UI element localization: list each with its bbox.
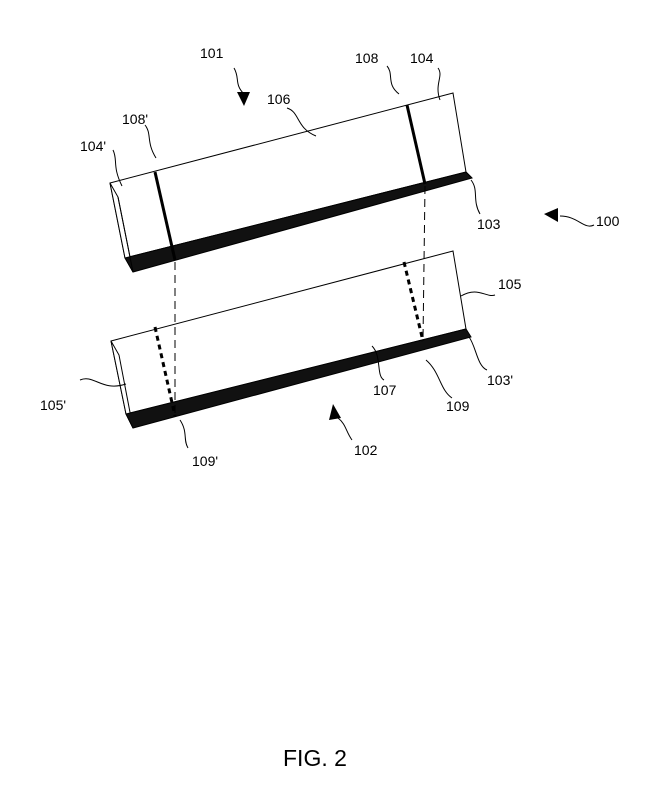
label-109-prime: 109' xyxy=(192,453,218,469)
line-109 xyxy=(402,261,425,342)
label-100: 100 xyxy=(596,213,620,229)
label-103-prime: 103' xyxy=(487,372,513,388)
label-104: 104 xyxy=(410,50,434,66)
label-102: 102 xyxy=(354,442,378,458)
figure-caption: FIG. 2 xyxy=(283,745,347,771)
label-109: 109 xyxy=(446,398,470,414)
label-105: 105 xyxy=(498,276,522,292)
lower-strip-top-face xyxy=(110,250,467,415)
label-107: 107 xyxy=(373,382,397,398)
label-105-prime: 105' xyxy=(40,397,66,413)
label-106: 106 xyxy=(267,91,291,107)
upper-strip-back-edge xyxy=(117,196,134,273)
upper-strip-top-face xyxy=(109,92,467,259)
label-101: 101 xyxy=(200,45,224,61)
line-108-prime xyxy=(153,171,177,261)
line-109-prime xyxy=(153,326,177,417)
upper-strip-right-edge xyxy=(465,171,473,179)
lower-strip-bottom-layer xyxy=(125,328,472,429)
upper-strip xyxy=(109,92,473,273)
label-108: 108 xyxy=(355,50,379,66)
line-108 xyxy=(405,104,427,185)
leader-lines xyxy=(79,65,595,449)
label-103: 103 xyxy=(477,216,501,232)
label-108-prime: 108' xyxy=(122,111,148,127)
lower-strip xyxy=(110,250,472,429)
label-104-prime: 104' xyxy=(80,138,106,154)
